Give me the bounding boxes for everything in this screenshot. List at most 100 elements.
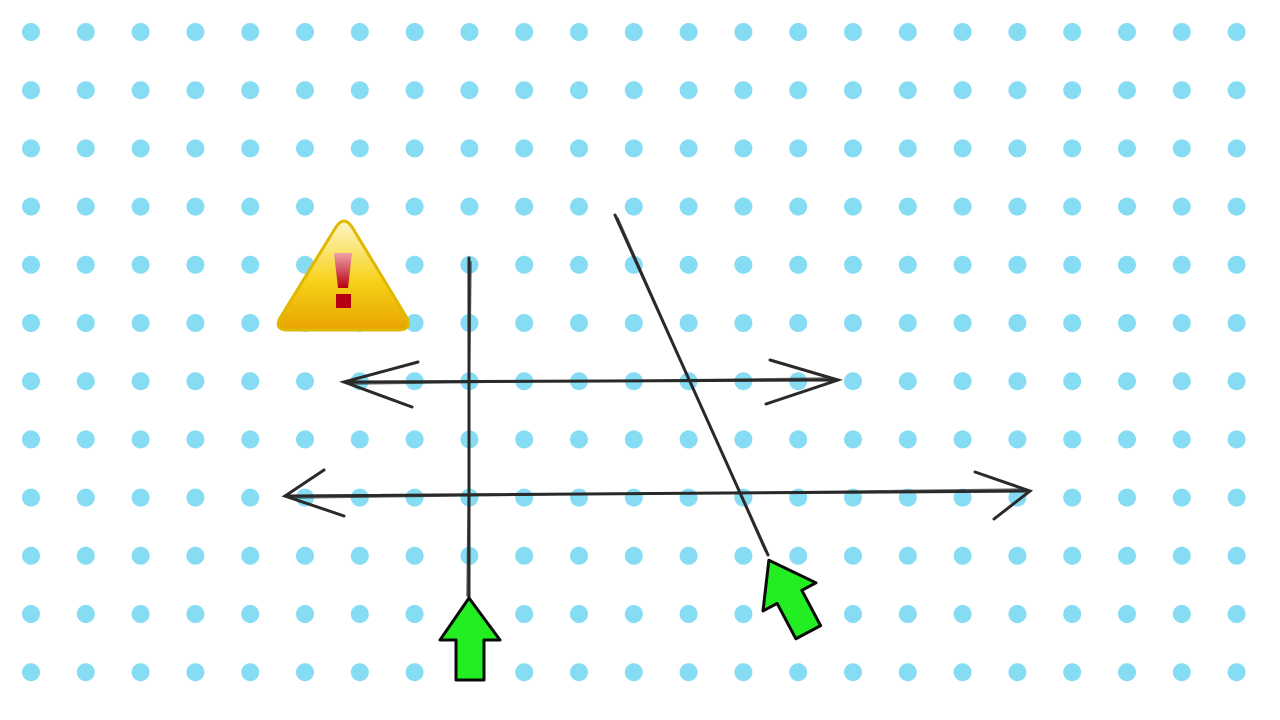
grid-dot bbox=[624, 81, 643, 100]
grid-dot bbox=[405, 546, 424, 565]
grid-dot bbox=[405, 23, 424, 41]
grid-dot bbox=[350, 605, 369, 623]
grid-dot bbox=[241, 430, 260, 449]
grid-dot bbox=[624, 139, 643, 158]
grid-dot bbox=[679, 605, 698, 623]
parallel-line-bottom-shaft-sketch bbox=[291, 488, 1025, 499]
grid-dot bbox=[1008, 488, 1027, 507]
grid-dot bbox=[789, 81, 808, 100]
grid-dot bbox=[241, 488, 260, 507]
grid-dot bbox=[844, 197, 862, 216]
grid-dot bbox=[1008, 197, 1027, 216]
grid-dot bbox=[898, 23, 917, 41]
grid-dot bbox=[76, 139, 95, 158]
grid-dot bbox=[1008, 81, 1027, 100]
grid-dot bbox=[734, 81, 753, 100]
grid-dot bbox=[898, 255, 917, 274]
grid-dot bbox=[1063, 488, 1082, 507]
grid-dot bbox=[953, 546, 972, 565]
grid-dot bbox=[1008, 663, 1027, 682]
grid-dot bbox=[898, 430, 917, 449]
grid-dot bbox=[734, 605, 753, 623]
grid-dot bbox=[734, 139, 753, 158]
grid-dot bbox=[570, 605, 588, 623]
green-arrow-icon bbox=[438, 596, 502, 682]
grid-dot bbox=[22, 663, 40, 682]
grid-dot bbox=[953, 197, 972, 216]
grid-dot bbox=[350, 23, 369, 41]
grid-dot bbox=[186, 23, 205, 41]
grid-dot bbox=[844, 314, 862, 332]
grid-dot bbox=[953, 605, 972, 623]
grid-dot bbox=[679, 81, 698, 100]
grid-dot bbox=[624, 663, 643, 682]
grid-dot bbox=[1063, 605, 1082, 623]
grid-dot bbox=[296, 663, 314, 682]
grid-dot bbox=[76, 663, 95, 682]
warning-mark-dot bbox=[336, 294, 351, 308]
grid-dot bbox=[898, 81, 917, 100]
grid-dot bbox=[1172, 430, 1191, 449]
grid-dot bbox=[186, 430, 205, 449]
grid-dot bbox=[131, 372, 150, 391]
grid-dot bbox=[844, 23, 862, 41]
grid-dot bbox=[1008, 139, 1027, 158]
grid-dot bbox=[1063, 255, 1082, 274]
grid-dot bbox=[789, 430, 808, 449]
grid-dot bbox=[296, 372, 314, 391]
green-arrow-icon bbox=[761, 558, 823, 641]
grid-dot bbox=[76, 488, 95, 507]
grid-dot bbox=[953, 139, 972, 158]
grid-dot bbox=[515, 23, 534, 41]
grid-dot bbox=[953, 23, 972, 41]
grid-dot bbox=[350, 546, 369, 565]
grid-dot bbox=[296, 23, 314, 41]
grid-dot bbox=[1118, 663, 1136, 682]
grid-dot bbox=[405, 605, 424, 623]
grid-dot bbox=[186, 372, 205, 391]
grid-dot bbox=[515, 488, 534, 507]
grid-dot bbox=[405, 81, 424, 100]
grid-dot bbox=[350, 430, 369, 449]
grid-dot bbox=[1118, 81, 1136, 100]
grid-dot bbox=[1227, 546, 1246, 565]
grid-dot bbox=[679, 546, 698, 565]
grid-dot bbox=[734, 430, 753, 449]
grid-dot bbox=[241, 314, 260, 332]
grid-dot bbox=[76, 314, 95, 332]
grid-dot bbox=[1063, 23, 1082, 41]
grid-dot bbox=[76, 372, 95, 391]
grid-dot bbox=[241, 23, 260, 41]
grid-dot bbox=[624, 314, 643, 332]
grid-dot bbox=[131, 663, 150, 682]
pointer-arrow-vertical bbox=[438, 596, 502, 682]
grid-dot bbox=[624, 197, 643, 216]
grid-dot bbox=[1118, 139, 1136, 158]
grid-dot bbox=[734, 663, 753, 682]
grid-dot bbox=[844, 663, 862, 682]
grid-dot bbox=[953, 372, 972, 391]
grid-dot bbox=[898, 197, 917, 216]
grid-dot bbox=[624, 605, 643, 623]
grid-dot bbox=[898, 546, 917, 565]
grid-dot bbox=[405, 197, 424, 216]
grid-dot bbox=[1063, 81, 1082, 100]
grid-dot bbox=[131, 81, 150, 100]
grid-dot bbox=[1063, 372, 1082, 391]
grid-dot bbox=[570, 197, 588, 216]
grid-dot bbox=[186, 546, 205, 565]
grid-dot bbox=[22, 314, 40, 332]
parallel-line-bottom-left-head bbox=[281, 468, 346, 518]
grid-dot bbox=[570, 23, 588, 41]
grid-dot bbox=[241, 663, 260, 682]
grid-dot bbox=[1118, 314, 1136, 332]
grid-dot bbox=[1172, 546, 1191, 565]
grid-dot bbox=[186, 314, 205, 332]
grid-dot bbox=[241, 255, 260, 274]
grid-dot bbox=[570, 430, 588, 449]
grid-dot bbox=[515, 430, 534, 449]
grid-dot bbox=[1118, 255, 1136, 274]
grid-dot bbox=[898, 605, 917, 623]
grid-dot bbox=[1063, 430, 1082, 449]
grid-dot bbox=[844, 605, 862, 623]
